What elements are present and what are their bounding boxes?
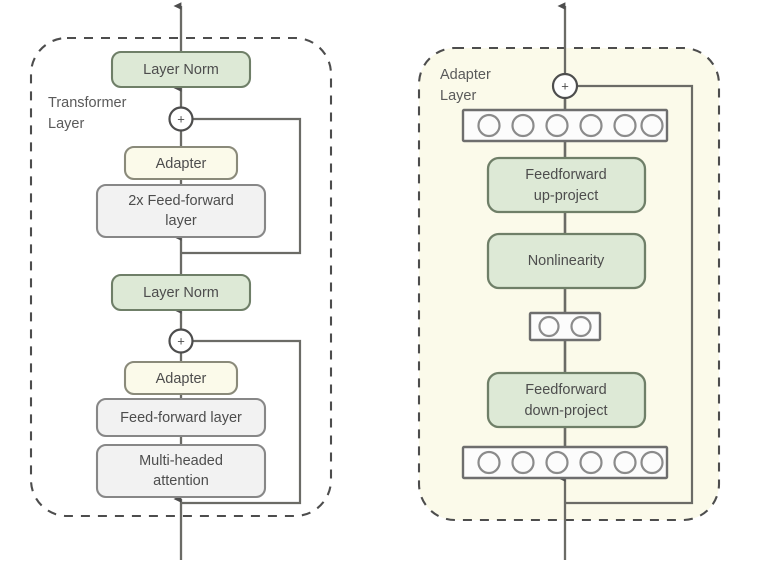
layer-norm-top-box[interactable]: [110, 50, 252, 89]
adapter-top-label: Adapter: [156, 156, 207, 172]
add-top-circle: [168, 106, 194, 132]
adapter-layer-title-line1: Adapter: [440, 67, 491, 83]
adapter-bottom-box[interactable]: [123, 360, 239, 396]
feedforward-up-project-label-line1: Feedforward: [525, 167, 606, 183]
neuron-circle: [640, 450, 664, 475]
multi-headed-attention-label-line2: attention: [153, 473, 209, 489]
neuron-circle: [640, 113, 664, 138]
add-adapter-plus-icon: +: [561, 78, 569, 93]
nonlinearity-box[interactable]: [486, 232, 647, 290]
feed-forward-2x-label-line2: layer: [165, 213, 197, 229]
feedforward-up-project-label-line2: up-project: [534, 188, 598, 204]
adder-adapter: +: [551, 72, 579, 100]
feed-forward-layer-label: Feed-forward layer: [120, 410, 242, 426]
neuron-circle: [570, 315, 592, 338]
neuron-circle: [511, 113, 535, 138]
block-nonlinearity[interactable]: Nonlinearity: [486, 232, 647, 290]
neuron-circle: [477, 113, 501, 138]
neuron-row-bottom[interactable]: [461, 445, 669, 480]
adder-bottom: +: [168, 328, 194, 354]
multi-headed-attention-label-line1: Multi-headed: [139, 453, 223, 469]
feedforward-down-project-label-line2: down-project: [524, 403, 607, 419]
neuron-circle: [579, 450, 603, 475]
feed-forward-layer-box[interactable]: [95, 397, 267, 438]
adder-top: +: [168, 106, 194, 132]
block-feedforward-up-project[interactable]: Feedforward up-project: [486, 156, 647, 214]
add-bottom-circle: [168, 328, 194, 354]
adapter-bottom-label: Adapter: [156, 371, 207, 387]
neuron-row-bottleneck[interactable]: [528, 311, 602, 342]
block-multi-headed-attention[interactable]: Multi-headed attention: [95, 443, 267, 499]
add-adapter-circle: [551, 72, 579, 100]
neuron-circle: [511, 450, 535, 475]
neuron-circle: [613, 113, 637, 138]
block-adapter-top[interactable]: Adapter: [123, 145, 239, 181]
layer-norm-top-label: Layer Norm: [143, 62, 219, 78]
feed-forward-2x-label-line1: 2x Feed-forward: [128, 193, 234, 209]
add-top-plus-icon: +: [177, 111, 185, 126]
multi-headed-attention-box[interactable]: [95, 443, 267, 499]
block-layer-norm-top[interactable]: Layer Norm: [110, 50, 252, 89]
block-feed-forward-layer[interactable]: Feed-forward layer: [95, 397, 267, 438]
neuron-circle: [613, 450, 637, 475]
adapter-top-box[interactable]: [123, 145, 239, 181]
transformer-layer-panel: Transformer Layer Multi-headed atten: [29, 2, 333, 560]
layer-norm-bottom-box[interactable]: [110, 273, 252, 312]
block-feedforward-down-project[interactable]: Feedforward down-project: [486, 371, 647, 429]
neuron-circle: [579, 113, 603, 138]
lower-residual-skip-connection: [181, 339, 302, 505]
feed-forward-2x-box[interactable]: [95, 183, 267, 239]
neuron-circle: [538, 315, 560, 338]
block-layer-norm-bottom[interactable]: Layer Norm: [110, 273, 252, 312]
neuron-circle: [477, 450, 501, 475]
nonlinearity-label: Nonlinearity: [528, 253, 605, 269]
feedforward-down-project-box[interactable]: [486, 371, 647, 429]
upper-residual-skip-connection: [181, 117, 302, 255]
neuron-row-top[interactable]: [461, 108, 669, 143]
neuron-circle: [545, 113, 569, 138]
adapter-layer-title-line2: Layer: [440, 88, 476, 104]
transformer-layer-title-line2: Layer: [48, 116, 84, 132]
block-adapter-bottom[interactable]: Adapter: [123, 360, 239, 396]
feedforward-down-project-label-line1: Feedforward: [525, 382, 606, 398]
add-bottom-plus-icon: +: [177, 333, 185, 348]
transformer-layer-title-line1: Transformer: [48, 95, 127, 111]
adapter-layer-panel: Adapter Layer: [417, 2, 721, 560]
neuron-circle: [545, 450, 569, 475]
layer-norm-bottom-label: Layer Norm: [143, 285, 219, 301]
adapter-residual-skip-connection: [565, 84, 694, 505]
block-feed-forward-2x[interactable]: 2x Feed-forward layer: [95, 183, 267, 239]
feedforward-up-project-box[interactable]: [486, 156, 647, 214]
